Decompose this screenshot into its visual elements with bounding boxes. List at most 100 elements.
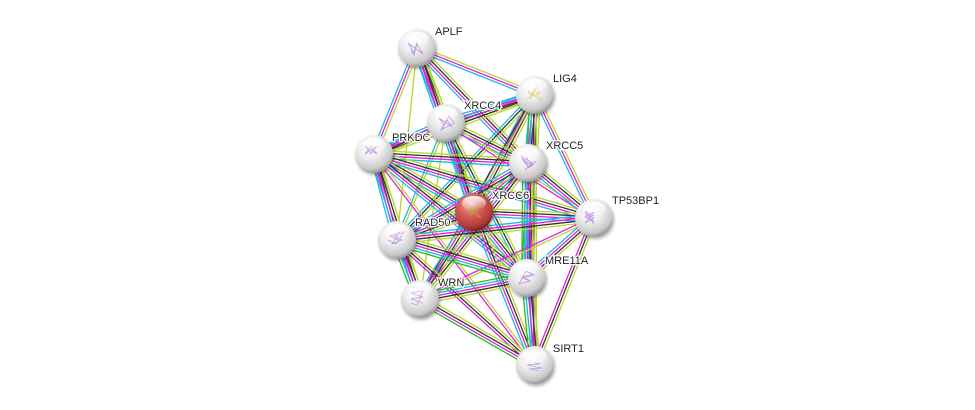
node-highlight bbox=[523, 349, 547, 363]
node-rad50[interactable]: RAD50 bbox=[378, 216, 452, 259]
edge-line-experimental bbox=[472, 212, 535, 366]
edge-line-database bbox=[372, 157, 594, 223]
edge-line-experimental bbox=[534, 94, 595, 219]
edge-line-textmining bbox=[419, 122, 447, 300]
edge-line-neighborhood bbox=[521, 162, 524, 278]
edge-line-textmining bbox=[421, 295, 538, 363]
node-label: RAD50 bbox=[415, 217, 450, 229]
node-highlight bbox=[362, 138, 386, 152]
protein-structure-icon bbox=[438, 115, 455, 131]
edge-line-database bbox=[523, 162, 527, 278]
node-prkdc[interactable]: PRKDC bbox=[355, 131, 432, 173]
node-highlight bbox=[434, 107, 458, 121]
protein-structure-icon bbox=[464, 203, 482, 219]
edge-wrn-sirt1[interactable] bbox=[417, 295, 538, 369]
node-label: APLF bbox=[435, 26, 463, 38]
edge-line-database bbox=[415, 49, 535, 99]
node-label: MRE11A bbox=[545, 255, 589, 267]
node-highlight bbox=[516, 147, 540, 161]
edge-line-textmining bbox=[422, 165, 532, 302]
edge-aplf-prkdc[interactable] bbox=[370, 46, 421, 156]
node-label: SIRT1 bbox=[553, 343, 584, 355]
protein-structure-icon bbox=[407, 41, 424, 57]
edge-line-textmining bbox=[536, 93, 597, 218]
edge-line-neighborhood bbox=[417, 301, 534, 369]
edge-line-coexpression bbox=[417, 46, 530, 163]
node-lig4[interactable]: LIG4 bbox=[516, 72, 578, 114]
edge-line-textmining bbox=[397, 221, 595, 245]
edge-line-textmining bbox=[374, 149, 529, 160]
node-highlight bbox=[523, 79, 547, 93]
edge-rad50-mre11a[interactable] bbox=[395, 234, 529, 284]
edge-prkdc-sirt1[interactable] bbox=[372, 152, 537, 367]
edge-line-experimental bbox=[531, 216, 593, 365]
node-highlight bbox=[515, 262, 539, 276]
edge-line-database bbox=[370, 46, 416, 154]
edge-line-database bbox=[395, 122, 446, 240]
edge-line-textmining bbox=[397, 123, 448, 241]
edge-line-experimental bbox=[396, 216, 594, 240]
node-highlight bbox=[582, 202, 606, 216]
edge-xrcc4-wrn[interactable] bbox=[419, 122, 447, 300]
edge-aplf-lig4[interactable] bbox=[415, 44, 537, 99]
edge-line-database bbox=[394, 159, 527, 238]
edge-line-coexpression bbox=[534, 217, 595, 366]
edge-line-textmining bbox=[398, 234, 529, 274]
edge-line-textmining bbox=[376, 150, 530, 276]
edge-line-experimental bbox=[372, 154, 535, 367]
node-highlight bbox=[462, 196, 486, 210]
edge-line-experimental bbox=[373, 47, 418, 155]
edge-line-coexpression bbox=[397, 236, 528, 277]
protein-structure-icon bbox=[518, 270, 536, 285]
edge-line-experimental bbox=[416, 47, 536, 96]
node-sirt1[interactable]: SIRT1 bbox=[516, 342, 585, 384]
edge-tp53bp1-rad50[interactable] bbox=[396, 213, 595, 245]
edge-line-coexpression bbox=[397, 218, 595, 242]
node-xrcc5[interactable]: XRCC5 bbox=[509, 139, 585, 182]
edge-line-coexpression bbox=[420, 297, 536, 365]
edge-line-database bbox=[532, 95, 593, 220]
edge-line-database bbox=[473, 215, 594, 223]
edge-line-experimental bbox=[419, 216, 594, 299]
node-highlight bbox=[405, 32, 429, 46]
node-tp53bp1[interactable]: TP53BP1 bbox=[575, 194, 660, 237]
edge-line-textmining bbox=[420, 218, 595, 301]
node-label: PRKDC bbox=[392, 132, 431, 144]
node-xrcc6[interactable]: XRCC6 bbox=[455, 189, 531, 231]
edge-xrcc4-rad50[interactable] bbox=[395, 122, 448, 241]
edge-line-experimental bbox=[396, 239, 528, 279]
protein-structure-icon bbox=[526, 362, 543, 372]
edge-line-database bbox=[469, 213, 532, 367]
node-aplf[interactable]: APLF bbox=[398, 25, 464, 67]
edge-line-database bbox=[396, 213, 594, 237]
node-label: TP53BP1 bbox=[612, 195, 659, 207]
edge-tp53bp1-sirt1[interactable] bbox=[531, 216, 598, 367]
node-label: LIG4 bbox=[553, 73, 577, 85]
node-wrn[interactable]: WRN bbox=[401, 276, 466, 318]
edge-line-coexpression bbox=[374, 152, 529, 163]
edge-line-textmining bbox=[536, 218, 598, 367]
edge-tp53bp1-wrn[interactable] bbox=[419, 216, 595, 301]
edge-lig4-tp53bp1[interactable] bbox=[532, 93, 597, 220]
edge-line-coexpression bbox=[374, 152, 529, 278]
edge-line-coexpression bbox=[396, 239, 536, 366]
edge-line-textmining bbox=[374, 152, 537, 365]
edge-line-experimental bbox=[419, 299, 535, 367]
node-mre11a[interactable]: MRE11A bbox=[508, 254, 590, 297]
node-label: XRCC6 bbox=[492, 190, 529, 202]
node-label: WRN bbox=[438, 277, 464, 289]
edge-line-textmining bbox=[398, 237, 538, 364]
edge-line-coexpression bbox=[420, 163, 530, 301]
edge-line-textmining bbox=[417, 44, 537, 94]
edge-line-textmining bbox=[447, 121, 530, 278]
edge-line-textmining bbox=[375, 48, 421, 156]
node-label: XRCC4 bbox=[464, 100, 501, 112]
node-highlight bbox=[385, 224, 409, 238]
edge-line-database bbox=[396, 241, 527, 282]
node-highlight bbox=[408, 283, 432, 297]
edge-line-textmining bbox=[374, 149, 596, 215]
node-label: XRCC5 bbox=[546, 140, 583, 152]
node-xrcc4[interactable]: XRCC4 bbox=[427, 99, 503, 142]
